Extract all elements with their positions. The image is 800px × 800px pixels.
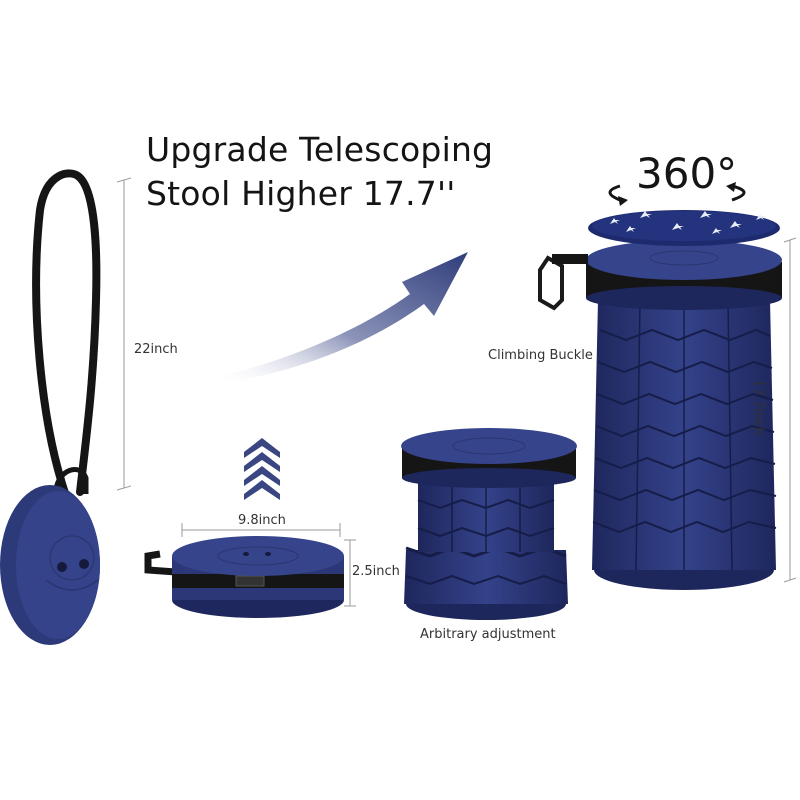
extended-stool (538, 240, 782, 590)
star-cushion (588, 182, 780, 246)
adjustment-label: Arbitrary adjustment (420, 627, 556, 642)
extended-height-label: 17.7inch (750, 379, 766, 436)
diameter-label: 9.8inch (238, 513, 286, 528)
hanging-stool (0, 169, 101, 645)
headline-line-2: Stool Higher 17.7'' (146, 174, 456, 213)
strap-length-label: 22inch (134, 342, 178, 357)
folded-stool (144, 536, 344, 618)
extended-dimension (783, 237, 797, 583)
partial-stool (401, 428, 577, 620)
folded-height-label: 2.5inch (352, 564, 400, 579)
strap-dimension (116, 177, 132, 491)
up-chevrons (244, 438, 280, 500)
headline-line-1: Upgrade Telescoping (146, 130, 494, 169)
rotation-label: 360° (636, 149, 738, 198)
climbing-buckle-label: Climbing Buckle (488, 348, 593, 363)
headline: Upgrade Telescoping Stool Higher 17.7'' (146, 128, 493, 216)
folded-dimensions (181, 523, 356, 607)
curved-arrow (214, 252, 468, 384)
